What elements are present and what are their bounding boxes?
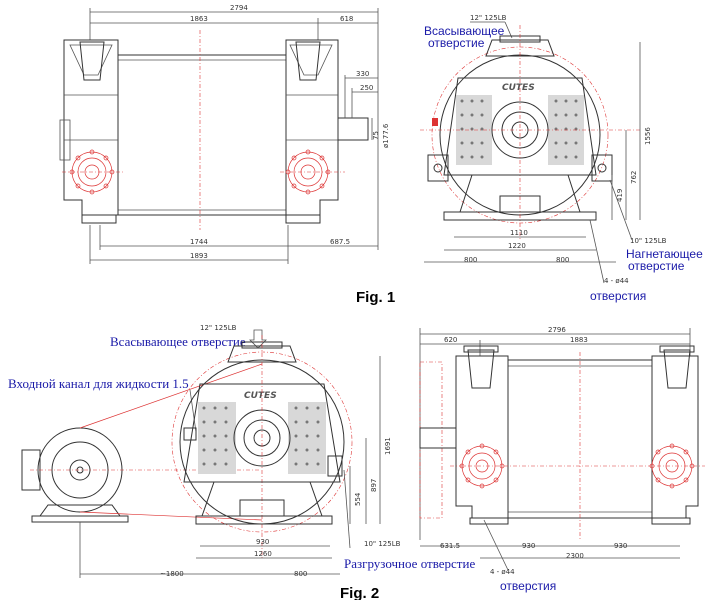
fig2-dim-930b: 930 <box>614 542 627 550</box>
fig1-caption: Fig. 1 <box>356 289 395 306</box>
fig1-dim-total: 2794 <box>230 4 248 12</box>
fig2-dim-1691: 1691 <box>384 437 392 455</box>
fig1-flange-top: 12" 125LB <box>470 14 507 22</box>
fig1-dim-800a: 800 <box>464 256 477 264</box>
fig2-dim-inner: 1883 <box>570 336 588 344</box>
fig1-dim-shaft-a: 75 <box>372 131 380 140</box>
fig2-dim-930a: 930 <box>522 542 535 550</box>
fig1-dim-687: 687.5 <box>330 238 350 246</box>
fig1-side-view: 2794 1863 618 <box>59 4 390 264</box>
fig1-dim-800b: 800 <box>556 256 569 264</box>
fig1-discharge-label-2: отверстие <box>628 259 685 273</box>
fig2-dim-930: 930 <box>256 538 269 546</box>
fig1-dim-330: 330 <box>356 70 369 78</box>
fig1-dim-250: 250 <box>360 84 373 92</box>
fig2-dim-2300: 2300 <box>566 552 584 560</box>
fig1-dim-1744: 1744 <box>190 238 208 246</box>
fig1-holes-label: отверстия <box>590 289 646 303</box>
fig2-flange-top: 12" 125LB <box>200 324 237 332</box>
fig2-caption: Fig. 2 <box>340 585 379 600</box>
fig1-dim-419: 419 <box>616 189 624 202</box>
fig2-holes-label: отверстия <box>500 579 556 593</box>
fig1-suction-label-1: Всасывающее <box>424 24 505 38</box>
fig2-dim-631: 631.5 <box>440 542 460 550</box>
fig2-front-view: 12" 125LB Всасывающее отверстие Входной … <box>8 324 475 578</box>
fig2-brand: CUTES <box>244 391 277 401</box>
fig2-dim-800: 800 <box>294 570 307 578</box>
fig1-dim-1893: 1893 <box>190 252 208 260</box>
fig2-flange-bot: 10" 125LB <box>364 540 401 548</box>
fig1-dim-shaft-b: ø177.6 <box>382 123 390 148</box>
fig1-dim-762: 762 <box>630 171 638 184</box>
fig1-front-view: Всасывающее отверстие 12" 125LB CUTES <box>420 14 703 303</box>
fig1-holes-spec: 4 - ø44 <box>604 277 629 285</box>
fig1-red-marker <box>432 118 438 126</box>
fig1-suction-label-2: отверстие <box>428 36 485 50</box>
fig1-dim-1110: 1110 <box>510 229 528 237</box>
fig2-dim-total: 2796 <box>548 326 566 334</box>
fig2-inlet-label: Входной канал для жидкости 1.5 <box>8 376 189 391</box>
fig2-dim-897: 897 <box>370 479 378 492</box>
fig2-side-view: 2796 620 1883 <box>419 326 705 593</box>
fig2-holes-spec: 4 - ø44 <box>490 568 515 576</box>
fig1-dim-right: 618 <box>340 15 353 23</box>
fig2-drain-label: Разгрузочное отверстие <box>344 556 475 571</box>
fig1-discharge-label-1: Нагнетающее <box>626 247 703 261</box>
fig1-dim-1556: 1556 <box>644 127 652 145</box>
fig2-dim-left: 620 <box>444 336 457 344</box>
fig1-flange-bot: 10" 125LB <box>630 237 667 245</box>
fig1-dim-inner: 1863 <box>190 15 208 23</box>
fig2-dim-554: 554 <box>354 492 362 506</box>
fig2-dim-1260: 1260 <box>254 550 272 558</box>
fig1-dim-1220: 1220 <box>508 242 526 250</box>
fig2-suction-label: Всасывающее отверстие <box>110 334 246 349</box>
fig2-dim-1800: ~1800 <box>160 570 184 578</box>
fig1-brand: CUTES <box>502 83 535 93</box>
